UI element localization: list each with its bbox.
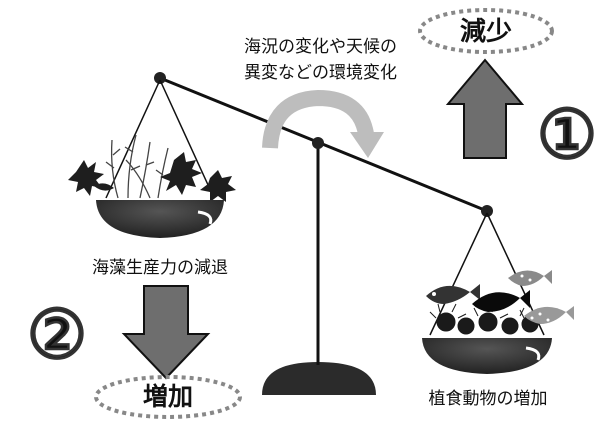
decrease-label: 減少 — [460, 17, 512, 47]
sea-urchin-icon — [429, 303, 547, 335]
rotation-arrow-icon — [262, 89, 384, 158]
environment-change-label-line2: 異変などの環境変化 — [244, 63, 397, 83]
beam-center-pivot — [312, 137, 324, 149]
beam-left-pivot — [154, 72, 166, 84]
left-pan-highlight — [197, 210, 213, 225]
decrease-oval — [418, 8, 554, 54]
left-pan-bowl — [96, 200, 224, 238]
right-pan-highlight — [525, 346, 541, 361]
down-arrow-icon — [121, 285, 211, 380]
beam-right-pivot — [481, 205, 493, 217]
seaweed-productivity-decline-caption: 海藻生産力の減退 — [92, 258, 228, 278]
seaweed-icon — [68, 134, 236, 202]
scale-base — [262, 362, 376, 395]
up-arrow-icon — [445, 58, 525, 159]
increase-label: 増加 — [143, 382, 193, 411]
right-pan-bowl — [422, 338, 552, 374]
fish-icon — [426, 270, 574, 324]
step-two-marker: ② — [27, 296, 88, 375]
left-pan-strings — [105, 79, 215, 199]
increase-oval — [94, 375, 242, 419]
environment-change-label-line1: 海況の変化や天候の — [244, 37, 397, 57]
step-one-marker: ① — [537, 96, 598, 175]
herbivore-increase-caption: 植食動物の増加 — [429, 389, 548, 409]
